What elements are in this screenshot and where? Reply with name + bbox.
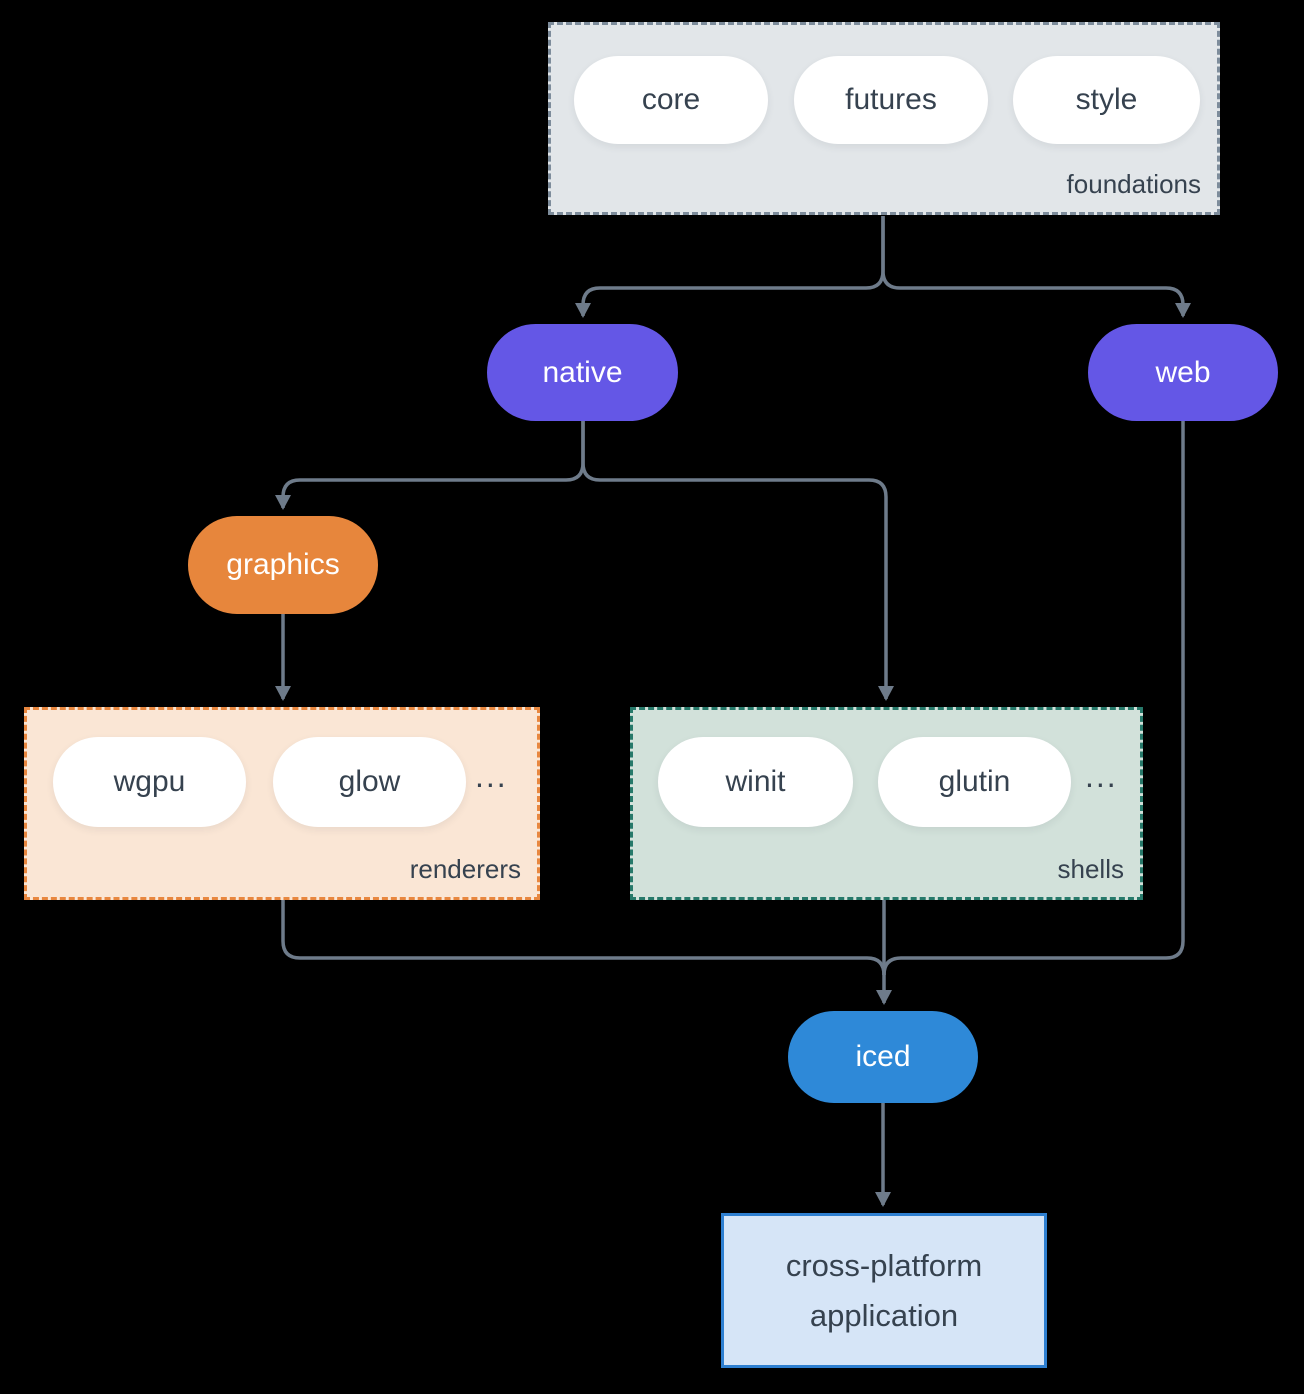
node-winit-label: winit (725, 765, 786, 798)
node-glutin: glutin (878, 737, 1071, 827)
node-cross-platform-application: cross-platform application (721, 1213, 1047, 1368)
renderers-group-label: renderers (409, 854, 521, 884)
shells-group-label: shells (1057, 854, 1124, 884)
node-winit: winit (658, 737, 853, 827)
node-glow: glow (273, 737, 466, 827)
node-iced: iced (788, 1011, 978, 1103)
group-renderers: wgpu glow ... renderers (24, 707, 540, 900)
node-graphics-label: graphics (226, 548, 340, 581)
node-core-label: core (641, 83, 701, 116)
node-style: style (1013, 56, 1200, 144)
node-web-label: web (1155, 355, 1211, 389)
group-shells: winit glutin ... shells (630, 707, 1143, 900)
node-futures: futures (794, 56, 988, 144)
node-wgpu: wgpu (53, 737, 246, 827)
node-iced-label: iced (855, 1040, 911, 1073)
group-foundations: core futures style foundations (548, 22, 1220, 215)
node-glow-label: glow (338, 765, 401, 798)
shells-ellipsis: ... (1085, 758, 1118, 794)
renderers-ellipsis: ... (475, 758, 508, 794)
node-wgpu-label: wgpu (113, 765, 186, 798)
node-futures-label: futures (845, 83, 937, 116)
node-web: web (1088, 324, 1278, 421)
node-native-label: native (542, 355, 623, 389)
node-native: native (487, 324, 678, 421)
foundations-group-label: foundations (1066, 169, 1201, 199)
edge-native-graphics (275, 421, 585, 510)
app-label-line1: cross-platform (785, 1247, 983, 1283)
edge-foundations-web (881, 216, 1191, 318)
edge-foundations-native (575, 216, 885, 318)
node-graphics: graphics (188, 516, 378, 614)
app-label-line2: application (809, 1297, 959, 1333)
edge-renderers-iced (281, 900, 886, 976)
node-glutin-label: glutin (938, 765, 1011, 798)
edge-native-shells (581, 421, 894, 701)
node-style-label: style (1075, 83, 1138, 116)
node-core: core (574, 56, 768, 144)
